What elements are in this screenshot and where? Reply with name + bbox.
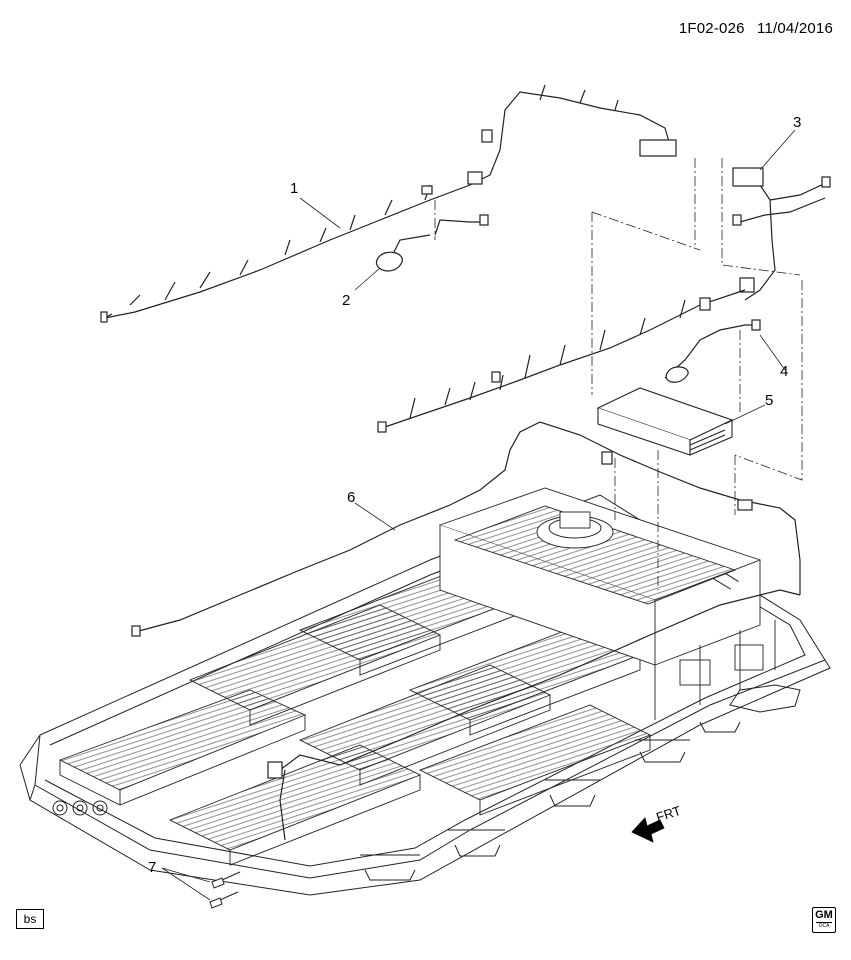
- battery-module-rear-left: [58, 689, 307, 806]
- bolts-7: [209, 871, 241, 909]
- wiring-harness-middle: [377, 289, 761, 433]
- callout-labels: 1 2 3 4 5 6 7: [148, 114, 801, 876]
- battery-module-rear-center: [168, 744, 422, 866]
- callout-3: 3: [793, 114, 801, 131]
- phantom-lines: [434, 158, 803, 590]
- callout-4: 4: [780, 363, 788, 380]
- callout-6: 6: [347, 489, 355, 506]
- battery-side-components: [654, 620, 776, 720]
- front-direction-arrow: FRT: [631, 803, 683, 843]
- diagram-code: 1F02-026: [678, 20, 745, 37]
- wiring-harness-3: [732, 167, 831, 301]
- wiring-harness-6: [131, 421, 801, 841]
- callout-5: 5: [765, 392, 773, 409]
- arrow-icon: [631, 817, 665, 843]
- battery-upper-stack: [438, 487, 762, 666]
- battery-module-front-right: [418, 704, 652, 816]
- callout-7: 7: [148, 859, 156, 876]
- leader-lines: [161, 129, 796, 901]
- view-badge: bs: [16, 909, 44, 929]
- callout-1: 1: [290, 180, 298, 197]
- diagram-header: 1F02-026 11/04/2016: [679, 20, 833, 37]
- front-direction-label: FRT: [654, 803, 683, 825]
- callout-2: 2: [342, 292, 350, 309]
- diagram-date: 11/04/2016: [757, 20, 833, 37]
- wiring-harness-1: [100, 84, 677, 323]
- control-module-5: [596, 387, 734, 456]
- gm-logo: GM OCA: [812, 907, 836, 933]
